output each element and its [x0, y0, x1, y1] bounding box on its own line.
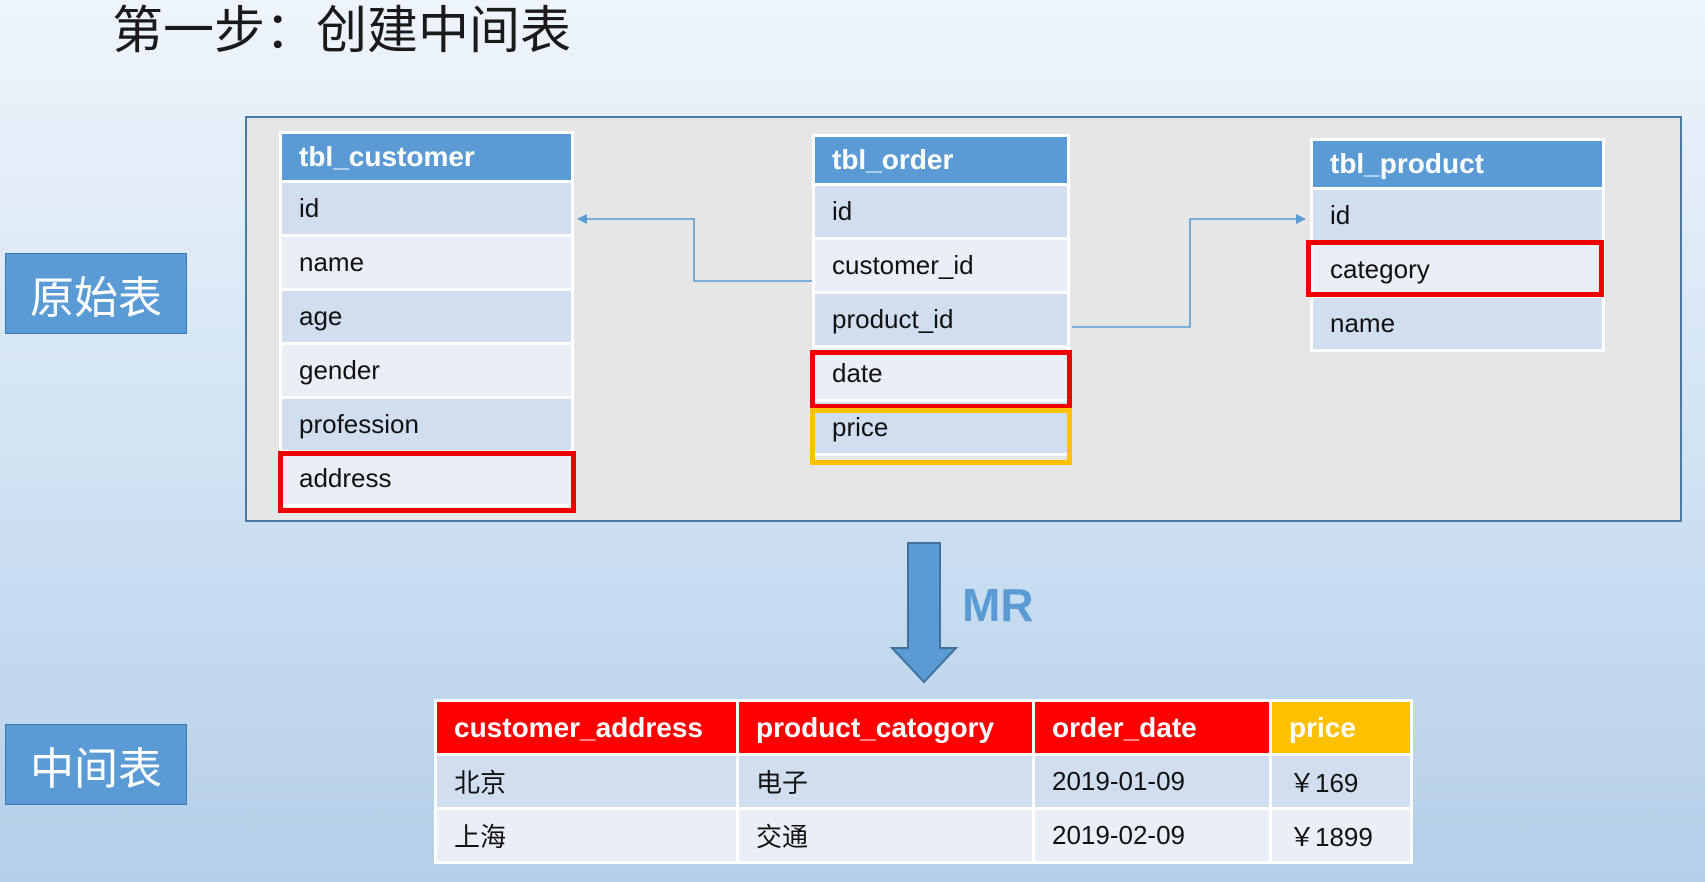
table-cell: 电子 [736, 753, 1035, 810]
column-header: product_catogory [736, 699, 1035, 756]
column-header: price [1269, 699, 1413, 756]
table-header-row: customer_address product_catogory order_… [434, 699, 1413, 756]
column-header: customer_address [434, 699, 739, 756]
intermediate-table: customer_address product_catogory order_… [434, 699, 1413, 864]
product-id-connector [1072, 214, 1306, 328]
field-id: id [1310, 190, 1605, 244]
table-product-header: tbl_product [1310, 138, 1605, 190]
table-customer: tbl_customer id name age gender professi… [279, 131, 574, 507]
price-highlight [810, 408, 1072, 465]
table-customer-header: tbl_customer [279, 131, 574, 183]
field-name: name [1310, 298, 1605, 352]
table-cell: 2019-01-09 [1032, 753, 1272, 810]
mr-label: MR [962, 579, 1034, 631]
field-profession: profession [279, 399, 574, 453]
field-customer-id: customer_id [812, 240, 1070, 294]
table-row: 北京 电子 2019-01-09 ￥169 [434, 753, 1413, 810]
table-row: 上海 交通 2019-02-09 ￥1899 [434, 807, 1413, 864]
field-product-id: product_id [812, 294, 1070, 348]
table-cell: 交通 [736, 807, 1035, 864]
table-order: tbl_order id customer_id product_id date… [812, 134, 1070, 456]
date-highlight [810, 350, 1072, 409]
field-id: id [279, 183, 574, 237]
page-title: 第一步：创建中间表 [112, 2, 572, 61]
table-product: tbl_product id category name [1310, 138, 1605, 352]
field-gender: gender [279, 345, 574, 399]
address-highlight [278, 451, 576, 513]
customer-id-connector [577, 214, 812, 282]
source-tables-label: 原始表 [5, 253, 187, 334]
intermediate-table-label: 中间表 [5, 724, 187, 805]
field-name: name [279, 237, 574, 291]
table-cell: ￥1899 [1269, 807, 1413, 864]
field-id: id [812, 186, 1070, 240]
mr-arrow [889, 542, 959, 684]
table-cell: 北京 [434, 753, 739, 810]
table-order-header: tbl_order [812, 134, 1070, 186]
table-cell: 上海 [434, 807, 739, 864]
category-highlight [1306, 240, 1604, 297]
table-cell: ￥169 [1269, 753, 1413, 810]
column-header: order_date [1032, 699, 1272, 756]
field-age: age [279, 291, 574, 345]
table-cell: 2019-02-09 [1032, 807, 1272, 864]
